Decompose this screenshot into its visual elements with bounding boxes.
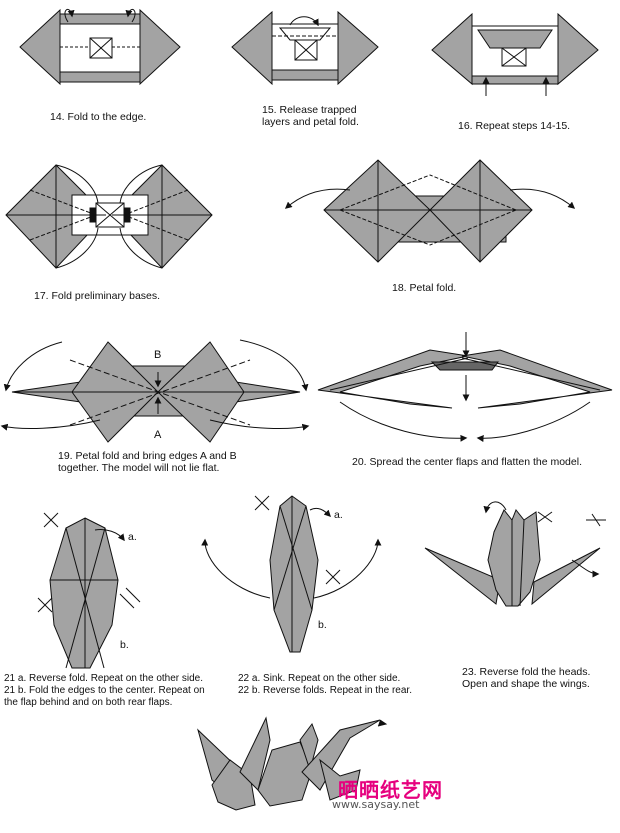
caption-step22: 22 a. Sink. Repeat on the other side. 22… bbox=[238, 673, 412, 696]
step18-diagram bbox=[284, 159, 576, 263]
step16-diagram bbox=[431, 12, 599, 96]
step20-diagram bbox=[317, 332, 613, 442]
caption-step18: 18. Petal fold. bbox=[392, 282, 457, 294]
label-A: A bbox=[154, 429, 162, 441]
step14-diagram bbox=[19, 8, 181, 86]
final-cranes bbox=[197, 716, 388, 811]
caption-step23: 23. Reverse fold the heads. Open and sha… bbox=[462, 666, 591, 690]
watermark-brand: 晒晒纸艺网 bbox=[338, 778, 443, 802]
caption-step16: 16. Repeat steps 14-15. bbox=[458, 120, 571, 132]
caption-step15: 15. Release trapped layers and petal fol… bbox=[262, 104, 359, 128]
label-21b: b. bbox=[120, 639, 129, 651]
label-B: B bbox=[154, 349, 161, 361]
caption-step21: 21 a. Reverse fold. Repeat on the other … bbox=[4, 673, 205, 708]
caption-step14: 14. Fold to the edge. bbox=[50, 111, 147, 123]
caption-step20: 20. Spread the center flaps and flatten … bbox=[352, 456, 582, 468]
step17-diagram bbox=[5, 164, 213, 269]
caption-step19: 19. Petal fold and bring edges A and B t… bbox=[58, 450, 237, 474]
caption-step17: 17. Fold preliminary bases. bbox=[34, 290, 161, 302]
watermark-url: www.saysay.net bbox=[332, 798, 420, 811]
step22-diagram bbox=[201, 495, 382, 653]
label-22a: a. bbox=[334, 509, 343, 521]
label-21a: a. bbox=[128, 531, 137, 543]
step21-diagram bbox=[37, 512, 141, 669]
step15-diagram bbox=[231, 10, 379, 86]
step19-diagram bbox=[0, 339, 310, 443]
label-22b: b. bbox=[318, 619, 327, 631]
step23-diagram bbox=[424, 501, 606, 607]
